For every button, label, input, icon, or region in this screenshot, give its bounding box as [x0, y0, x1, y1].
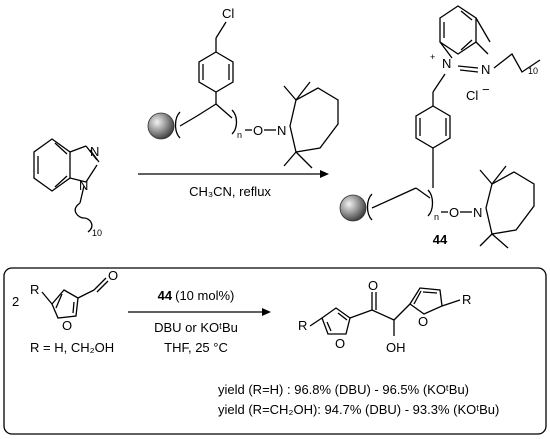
oxygen-label: O: [253, 123, 263, 138]
polymer-bead: [147, 112, 175, 140]
yield-line-1: yield (R=H) : 96.8% (DBU) - 96.5% (KOᵗBu…: [218, 382, 469, 397]
chain-subscript: 10: [92, 228, 102, 238]
repeat-n: n: [237, 130, 242, 140]
r-definition: R = H, CH₂OH: [30, 340, 114, 355]
benzimidazole-n1-label: N: [79, 178, 88, 193]
product-plus-charge: +: [430, 52, 435, 62]
yield-line-2: yield (R=CH₂OH): 94.7% (DBU) - 93.3% (KO…: [218, 402, 499, 417]
polymer-benzyl-chloride: Cl n O N: [147, 6, 339, 169]
bottom-reaction-box: [3, 267, 547, 435]
product-chain-subscript: 10: [528, 66, 538, 76]
product-furan-o-right: O: [418, 314, 428, 329]
product-oxygen-label: O: [449, 205, 459, 220]
benzimidazole-n3-label: N: [90, 144, 99, 159]
benzimidazole-reactant: N N 10: [33, 138, 102, 238]
reactant-coefficient: 2: [12, 294, 19, 309]
reactant-furan-o: O: [62, 318, 72, 333]
top-reaction-arrow: CH₃CN, reflux: [138, 170, 329, 199]
catalyst-loading: (10 mol%): [175, 288, 234, 303]
counterion-charge: −: [482, 82, 490, 97]
nitrogen-label: N: [277, 123, 286, 138]
catalyst-number: 44: [158, 288, 173, 303]
catalyst-conditions: 44(10 mol%): [158, 288, 235, 303]
product-furan-o-left: O: [335, 336, 345, 351]
top-conditions: CH₃CN, reflux: [189, 184, 271, 199]
product-carbonyl-o: O: [368, 278, 378, 293]
product-n-plus-label: N: [442, 56, 451, 71]
reactant-aldehyde-o: O: [108, 268, 118, 283]
bottom-reaction-arrow: 44(10 mol%) DBU or KOᵗBu THF, 25 °C: [128, 288, 271, 355]
product-compound-number: 44: [433, 232, 448, 247]
product-r-left: R: [298, 318, 307, 333]
reactant-r-label: R: [30, 282, 39, 297]
product-repeat-n: n: [434, 212, 439, 222]
chloride-label: Cl: [222, 6, 234, 21]
product-polymer-bead: [339, 194, 367, 222]
product-44: N N + 10 Cl − n O N 44: [339, 5, 541, 249]
product-nitrogen-label: N: [473, 205, 482, 220]
base-conditions: DBU or KOᵗBu: [154, 320, 238, 335]
product-hydroxyl: OH: [386, 340, 406, 355]
furfural-reactant: 2 R O O R = H, CH₂OH: [12, 268, 118, 355]
product-n-label: N: [481, 62, 490, 77]
solvent-conditions: THF, 25 °C: [164, 340, 228, 355]
furoin-product: R O O OH O R: [298, 278, 471, 355]
product-r-right: R: [462, 292, 471, 307]
counterion-label: Cl: [466, 88, 478, 103]
